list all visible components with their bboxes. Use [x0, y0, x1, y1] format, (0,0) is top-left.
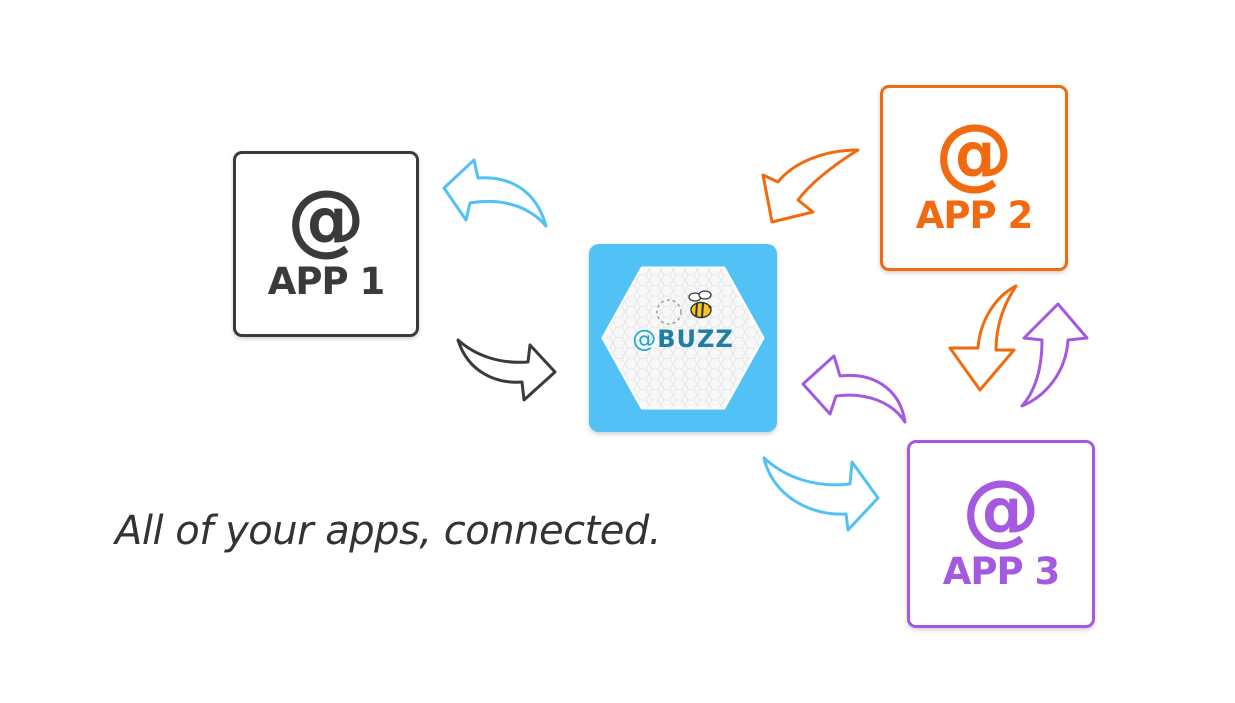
tagline: All of your apps, connected. [115, 508, 661, 554]
at-sign-icon: @ [962, 465, 1040, 555]
app-3-card: @ APP 3 [907, 440, 1095, 628]
arrow-app2-to-app3 [948, 284, 1018, 392]
arrow-app2-to-hub [761, 148, 860, 224]
app-2-label: APP 2 [915, 194, 1033, 237]
app-1-card: @ APP 1 [233, 151, 419, 337]
arrow-app3-to-app2 [1020, 302, 1089, 408]
buzz-wordmark: @BUZZ [589, 325, 777, 353]
app-1-label: APP 1 [267, 260, 385, 303]
app-3-label: APP 3 [942, 550, 1060, 593]
arrow-app1-to-hub [456, 338, 557, 402]
at-sign-icon: @ [287, 175, 365, 265]
arrow-hub-to-app1 [442, 158, 548, 228]
arrow-hub-to-app3 [762, 456, 880, 532]
hexagon-badge [601, 266, 765, 410]
at-sign-icon: @ [632, 325, 658, 353]
buzz-hub-logo: @BUZZ [589, 244, 777, 432]
arrow-app3-to-hub [801, 354, 907, 424]
buzz-name: BUZZ [657, 325, 734, 353]
app-2-card: @ APP 2 [880, 85, 1068, 271]
bee-icon [688, 290, 712, 319]
at-sign-icon: @ [935, 109, 1013, 199]
